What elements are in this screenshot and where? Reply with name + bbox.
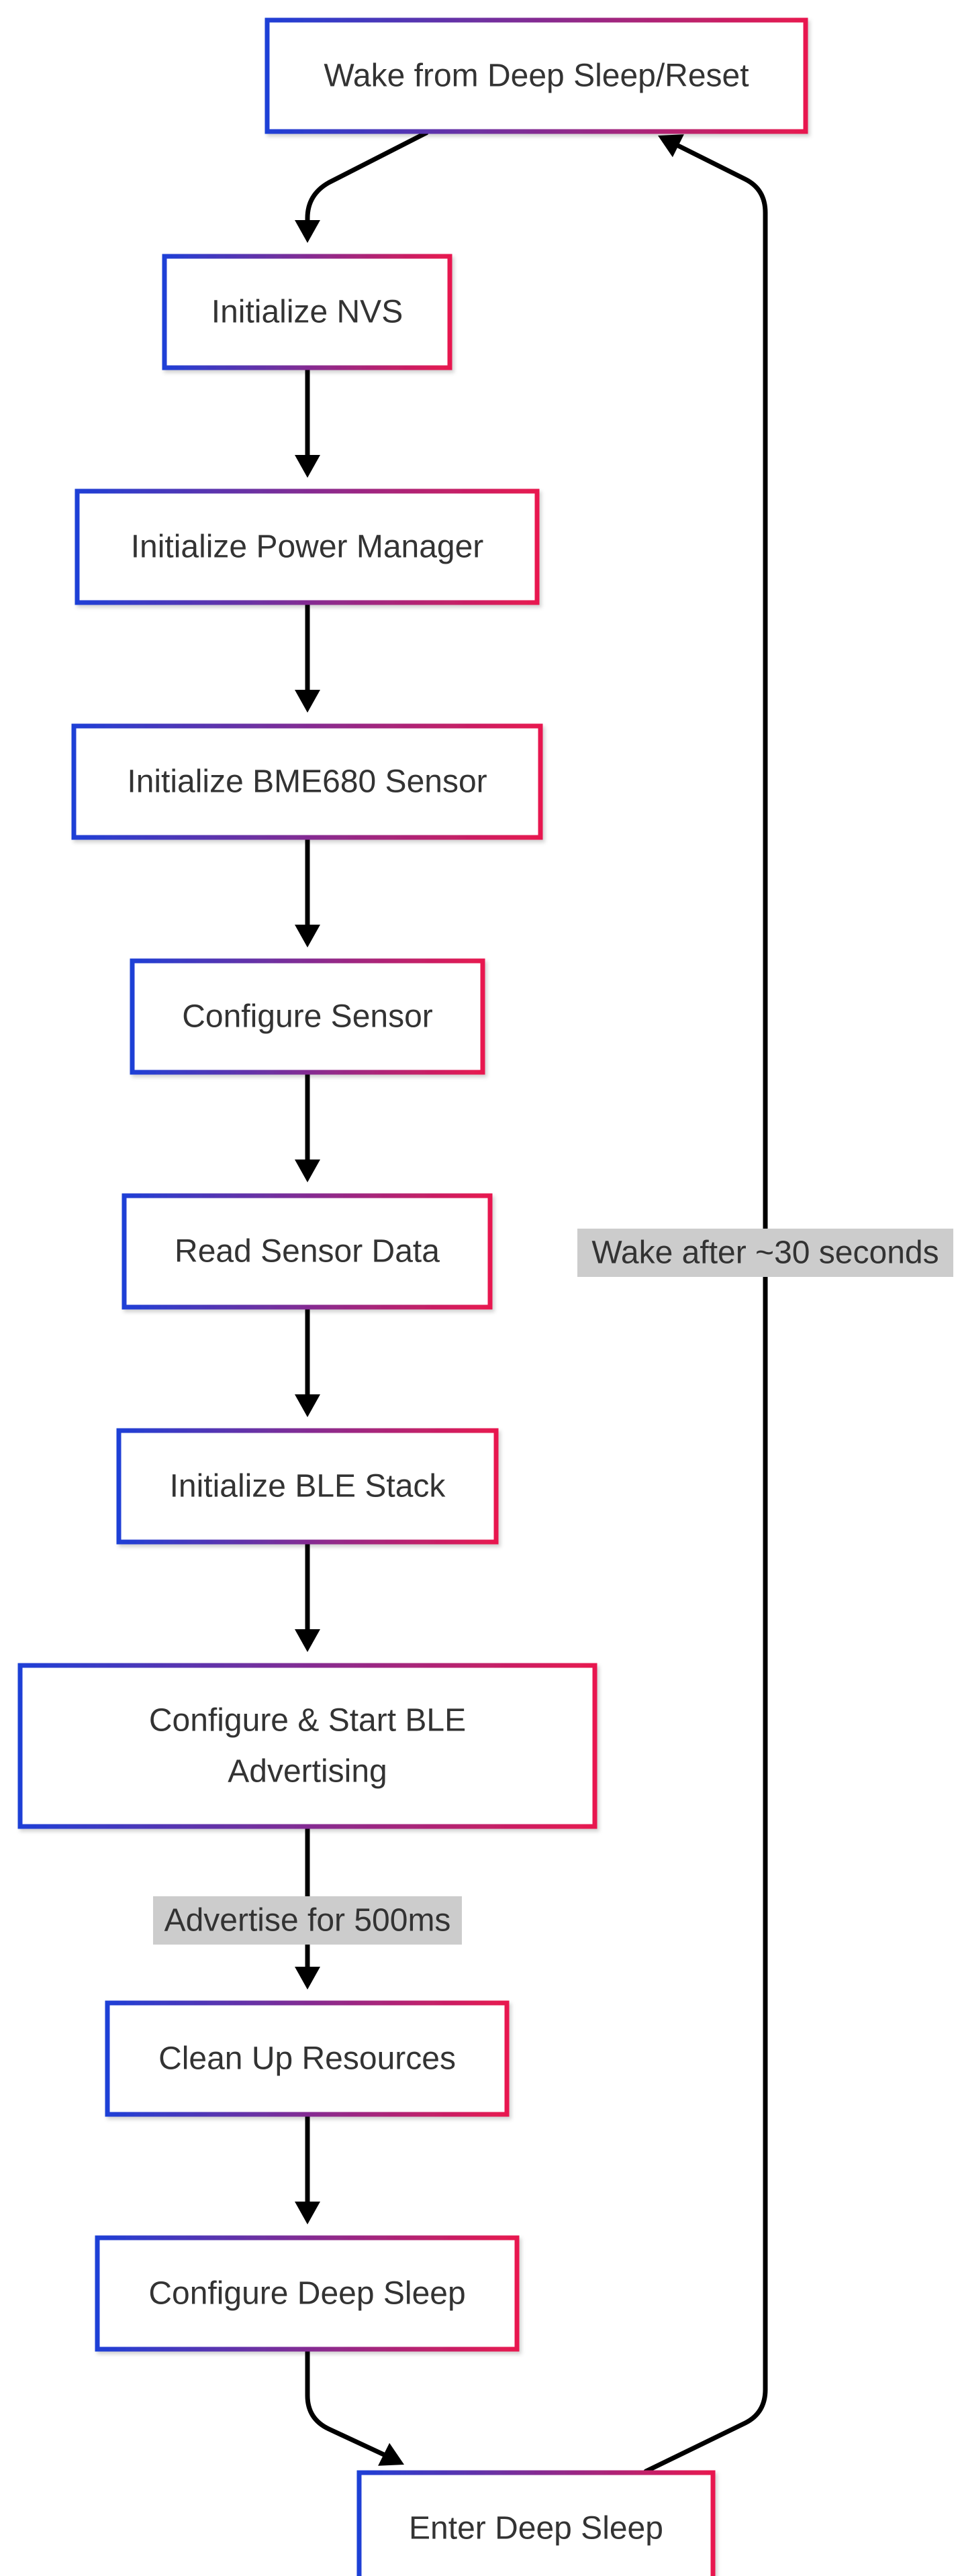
node-box xyxy=(265,17,808,134)
node-label: Initialize BME680 Sensor xyxy=(127,764,487,800)
node-read: Read Sensor Data xyxy=(122,1193,493,1310)
edge-label-background xyxy=(577,1229,953,1277)
node-label: Initialize Power Manager xyxy=(131,529,484,565)
edge-read-to-ble xyxy=(295,1306,320,1417)
edge-power-to-bme xyxy=(295,601,320,713)
node-ble: Initialize BLE Stack xyxy=(116,1428,499,1545)
node-label: Initialize BLE Stack xyxy=(170,1469,446,1504)
edge-label: Wake after ~30 seconds xyxy=(577,1229,953,1277)
arrowhead xyxy=(295,1629,320,1652)
node-label: Clean Up Resources xyxy=(158,2041,456,2077)
node-box xyxy=(105,2000,510,2117)
edge-wake-to-nvs xyxy=(295,130,429,243)
arrowhead xyxy=(658,134,684,158)
node-box xyxy=(130,958,485,1075)
edge-line xyxy=(643,141,768,2474)
edge-line xyxy=(305,2348,391,2459)
edge-label: Advertise for 500ms xyxy=(153,1896,462,1945)
edge-nvs-to-power xyxy=(295,366,320,478)
edge-label-text: Wake after ~30 seconds xyxy=(591,1235,939,1271)
node-cfgsensor: Configure Sensor xyxy=(130,958,485,1075)
arrowhead xyxy=(295,1160,320,1182)
node-bme: Initialize BME680 Sensor xyxy=(71,723,543,840)
arrowhead xyxy=(295,1394,320,1417)
arrowhead xyxy=(295,690,320,713)
arrowhead xyxy=(295,455,320,478)
node-adv: Configure & Start BLE Advertising xyxy=(17,1663,597,1829)
node-label: Advertising xyxy=(228,1754,387,1790)
arrowhead xyxy=(295,220,320,243)
node-label: Read Sensor Data xyxy=(175,1234,440,1270)
edge-bme-to-cfgsensor xyxy=(295,836,320,947)
node-cleanup: Clean Up Resources xyxy=(105,2000,510,2117)
arrowhead xyxy=(295,925,320,947)
node-label: Enter Deep Sleep xyxy=(409,2511,663,2546)
edges xyxy=(295,130,768,2474)
arrowhead xyxy=(378,2442,404,2466)
node-sleep: Enter Deep Sleep xyxy=(356,2470,716,2576)
node-box xyxy=(116,1428,499,1545)
arrowhead xyxy=(295,1967,320,1990)
edge-labels: Advertise for 500ms Wake after ~30 second… xyxy=(153,1229,953,1945)
edge-label-background xyxy=(153,1896,462,1945)
edge-label-text: Advertise for 500ms xyxy=(164,1903,451,1939)
node-box xyxy=(75,488,540,605)
node-label: Configure Sensor xyxy=(182,999,433,1035)
node-box xyxy=(17,1663,597,1829)
node-label: Configure & Start BLE xyxy=(149,1703,466,1739)
edge-line xyxy=(305,130,429,229)
node-wake: Wake from Deep Sleep/Reset xyxy=(265,17,808,134)
node-label: Configure Deep Sleep xyxy=(148,2276,465,2312)
node-box xyxy=(71,723,543,840)
edge-cfgsleep-to-sleep xyxy=(305,2348,404,2466)
arrowhead xyxy=(295,2202,320,2224)
node-label: Wake from Deep Sleep/Reset xyxy=(324,58,749,94)
node-cfgsleep: Configure Deep Sleep xyxy=(95,2235,520,2352)
node-box xyxy=(356,2470,716,2576)
edge-ble-to-adv xyxy=(295,1541,320,1652)
node-power: Initialize Power Manager xyxy=(75,488,540,605)
edge-cfgsensor-to-read xyxy=(295,1071,320,1182)
edge-cleanup-to-cfgsleep xyxy=(295,2113,320,2224)
node-label: Initialize NVS xyxy=(211,295,403,330)
node-box xyxy=(162,254,452,370)
edge-sleep-to-wake xyxy=(643,134,768,2474)
node-box xyxy=(95,2235,520,2352)
node-box xyxy=(122,1193,493,1310)
node-nvs: Initialize NVS xyxy=(162,254,452,370)
